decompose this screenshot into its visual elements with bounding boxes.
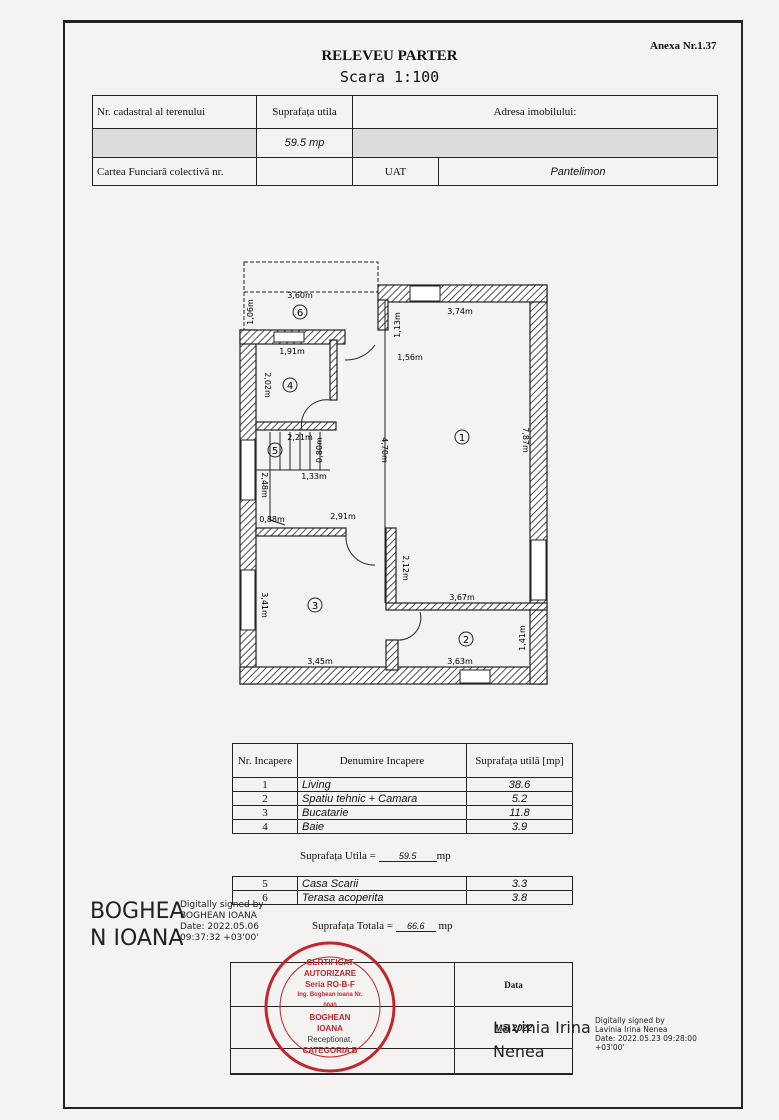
cf-label: Cartea Funciară colectivă nr.: [92, 157, 257, 186]
dim-label: 3,60m: [287, 291, 313, 300]
dim-label: 1,56m: [397, 353, 423, 362]
dim-label: 2,12m: [401, 555, 410, 581]
scale-label: Scara 1:100: [339, 68, 440, 86]
dim-label: 2,91m: [330, 512, 356, 521]
annex-number: Anexa Nr.1.37: [650, 40, 717, 52]
cf-value: [256, 157, 353, 186]
address-label: Adresa imobilului:: [352, 95, 718, 129]
total-area-line: Suprafața Totala = 66.6 mp: [312, 920, 453, 932]
date-value: Mai 2022: [454, 1006, 573, 1049]
cadastral-label: Nr. cadastral al terenului: [92, 95, 257, 129]
cadastral-value: [92, 128, 257, 158]
dim-label: 1,41m: [518, 625, 527, 651]
room-number-4: 4: [287, 381, 293, 392]
room-number-1: 1: [459, 433, 465, 444]
dim-label: 0,88m: [259, 515, 285, 524]
dim-label: 3,41m: [260, 592, 269, 618]
col-header: Suprafața utilă [mp]: [466, 743, 573, 778]
col-header: Denumire Incapere: [297, 743, 467, 778]
dim-label: 1,33m: [301, 472, 327, 481]
total-area-value: 66.6: [395, 921, 436, 932]
address-value: [352, 128, 718, 158]
dim-label: 1,91m: [279, 347, 305, 356]
room-number-5: 5: [272, 446, 278, 457]
dim-label: 2,02m: [263, 372, 272, 398]
dim-label: 2,48m: [260, 472, 269, 498]
dim-label: 3,74m: [447, 307, 473, 316]
room-numbers: 1 2 3 4 5 6: [267, 304, 474, 647]
uat-label: UAT: [352, 157, 439, 186]
date-label: Data: [454, 962, 573, 1007]
room-number-3: 3: [312, 601, 318, 612]
dim-label: 1,06m: [246, 299, 255, 325]
room-number-2: 2: [463, 635, 469, 646]
dim-label: 7,87m: [521, 427, 530, 453]
page-frame: [63, 20, 743, 1109]
uat-value: Pantelimon: [438, 157, 718, 186]
dim-label: 3,45m: [307, 657, 333, 666]
dim-label: 3,63m: [447, 657, 473, 666]
dimension-labels: 3,60m 1,06m 3,74m 1,13m 1,91m 1,56m 2,02…: [246, 291, 530, 666]
doors-and-stairs: [243, 261, 422, 641]
dim-label: 2,21m: [287, 433, 313, 442]
room-number-6: 6: [297, 308, 303, 319]
col-header: Nr. Incapere: [232, 743, 298, 778]
page-title: RELEVEU PARTER: [321, 48, 458, 64]
dim-label: 4,70m: [380, 437, 389, 463]
useful-area-value: 59.5: [378, 851, 437, 862]
dim-label: 0,80m: [315, 437, 324, 463]
dim-label: 1,13m: [393, 312, 402, 338]
dim-label: 3,67m: [449, 593, 475, 602]
walls: [239, 284, 548, 685]
area-label: Suprafața utila: [256, 95, 353, 129]
